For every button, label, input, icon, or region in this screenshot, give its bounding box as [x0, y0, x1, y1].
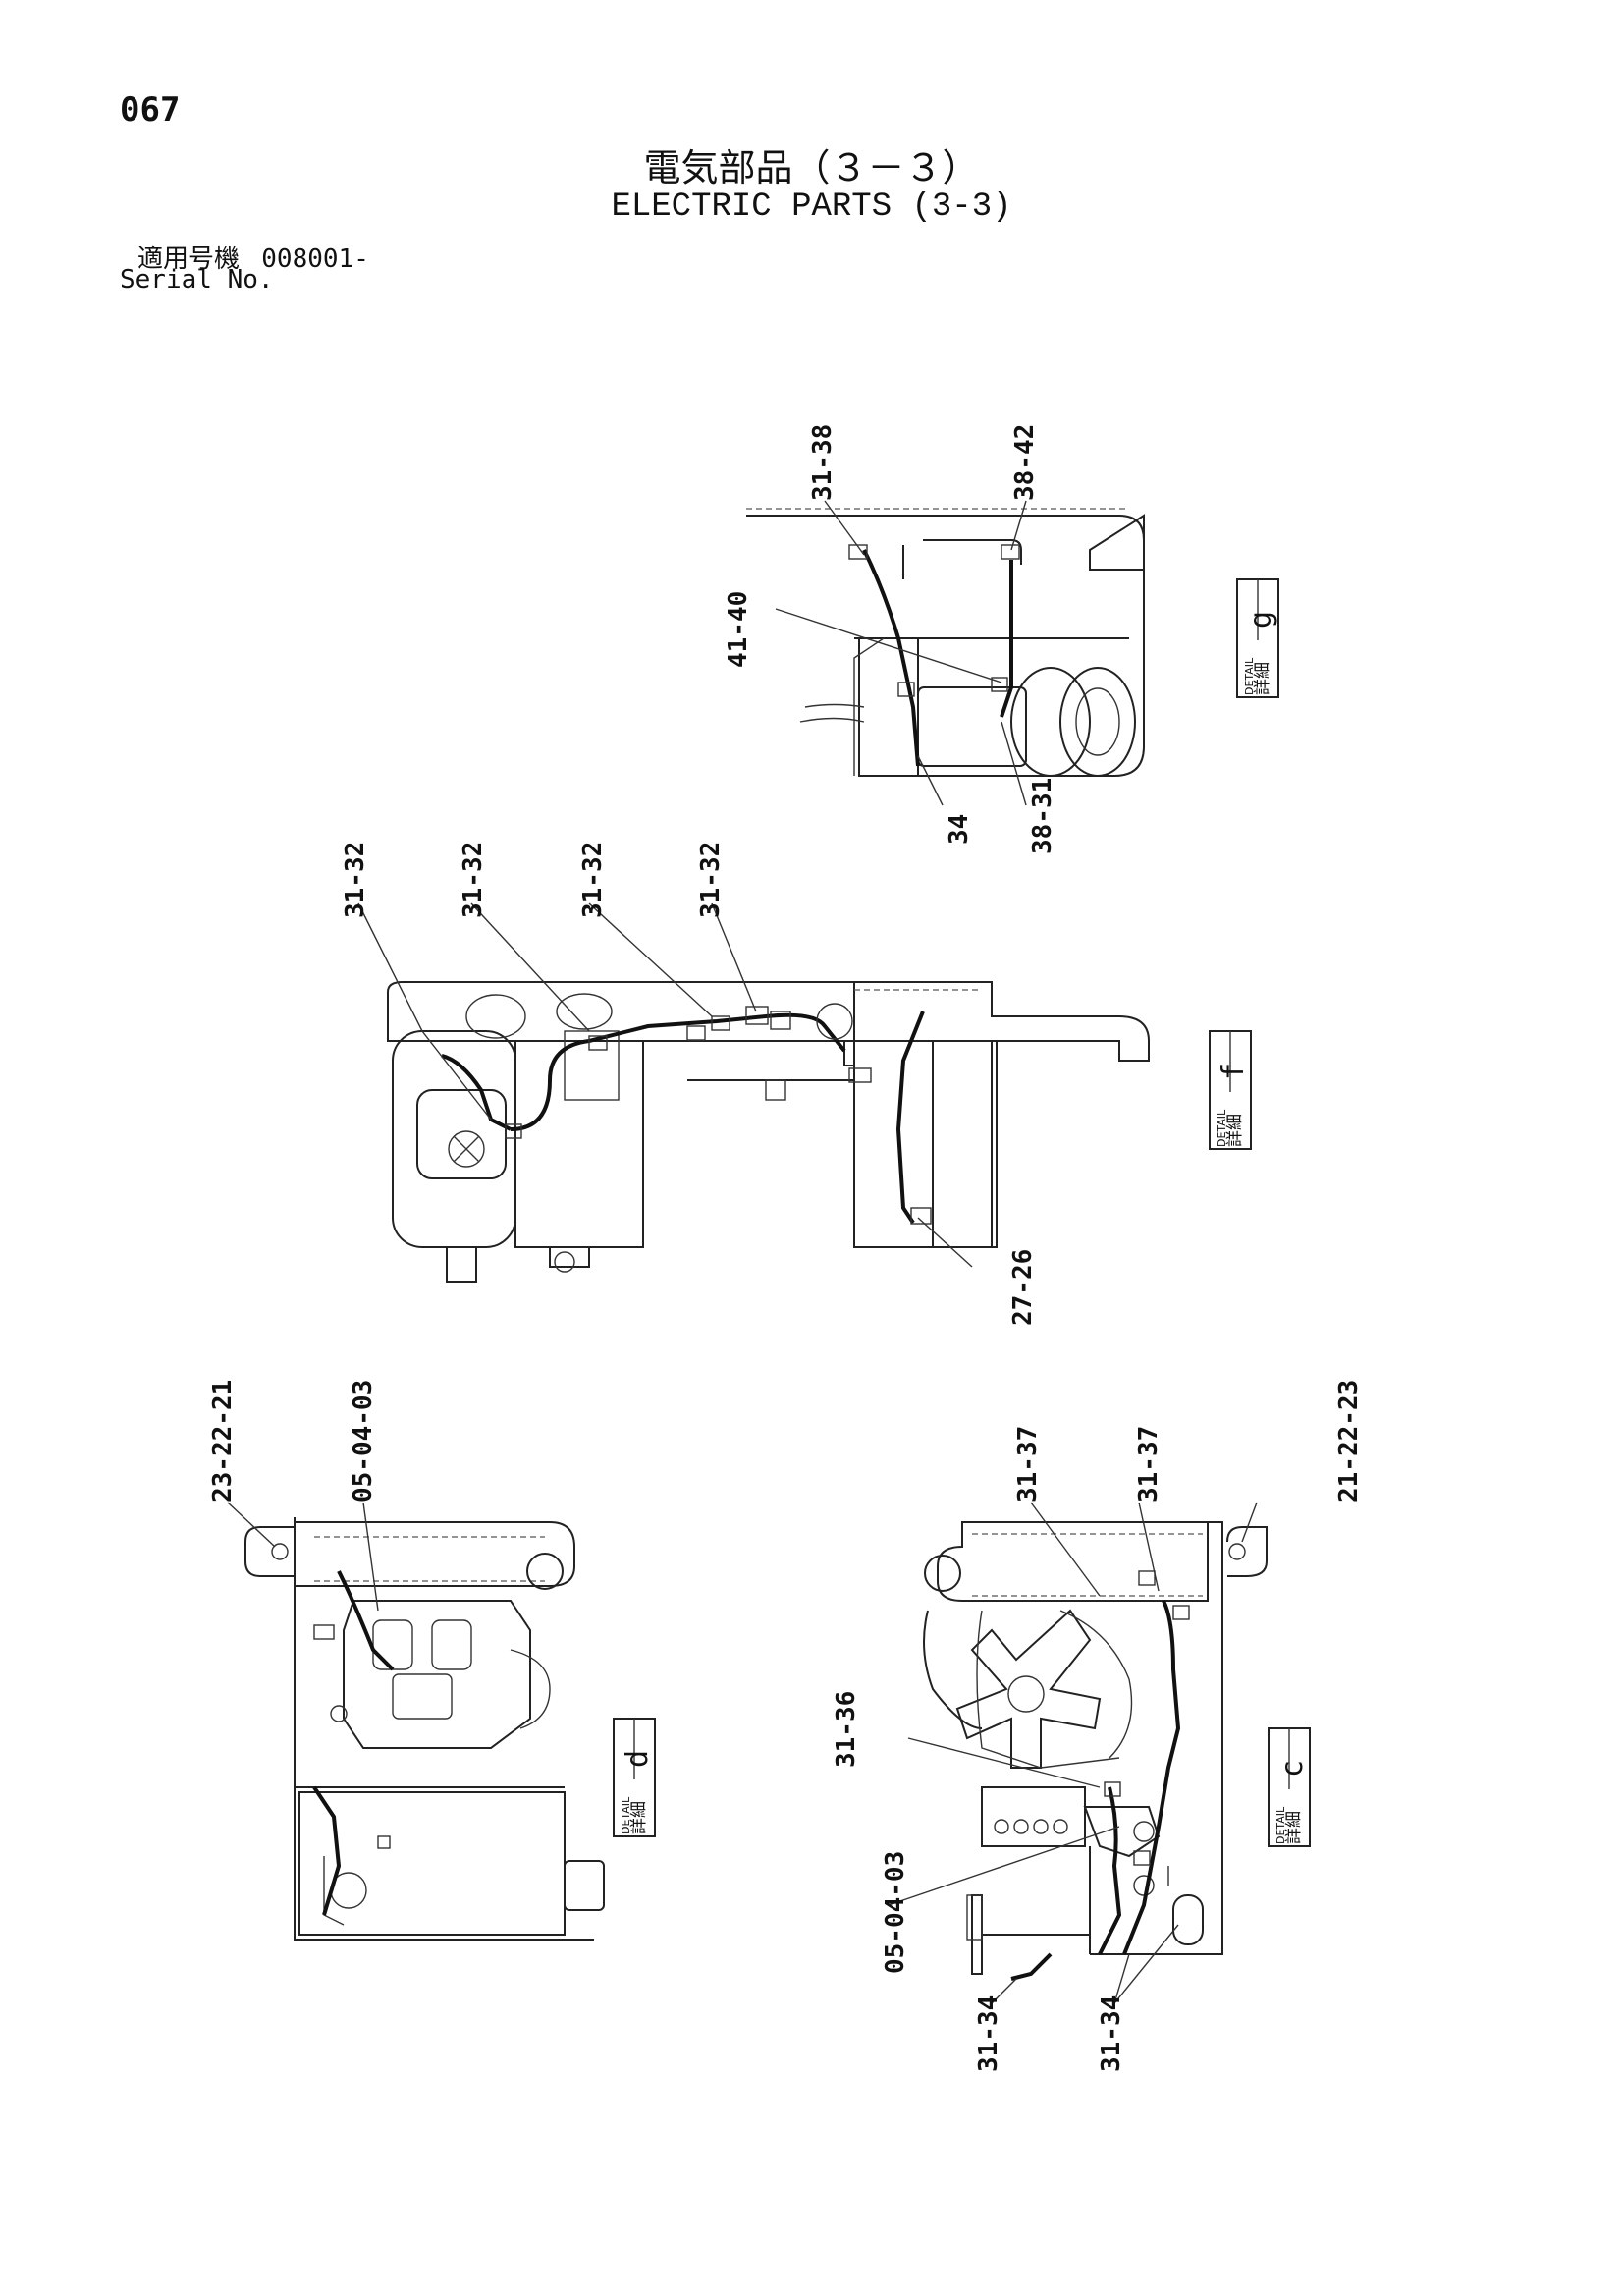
detail-d-label-jp: 詳細	[629, 1801, 649, 1834]
callout-f-27-26: 27-26	[1008, 1249, 1038, 1326]
detail-c-leaders	[888, 1502, 1258, 2004]
title-english: ELECTRIC PARTS (3-3)	[611, 189, 1012, 226]
detail-c-letter: c	[1275, 1760, 1310, 1777]
page-number: 067	[120, 90, 181, 130]
callout-c-31-34-b: 31-34	[1097, 1995, 1126, 2072]
callout-f-31-32-d: 31-32	[696, 842, 726, 918]
callout-c-31-37-a: 31-37	[1013, 1426, 1043, 1503]
callout-g-41-40: 41-40	[724, 591, 753, 668]
detail-box-f: 詳細 DETAIL f	[1209, 1030, 1252, 1150]
serial-row: 適用号機 008001-	[137, 239, 369, 275]
callout-d-05-04-03: 05-04-03	[349, 1380, 378, 1503]
detail-d-label-en: DETAIL	[620, 1796, 632, 1834]
callout-g-34: 34	[945, 814, 974, 845]
detail-g-letter: g	[1244, 611, 1278, 629]
detail-f-label-jp: 詳細	[1225, 1114, 1245, 1147]
callout-g-38-31: 38-31	[1028, 778, 1057, 854]
detail-f-label-en: DETAIL	[1216, 1109, 1228, 1147]
serial-label-jp: 適用号機	[137, 245, 241, 274]
callout-d-23-22-21: 23-22-21	[208, 1380, 238, 1503]
detail-box-c: 詳細 DETAIL c	[1268, 1727, 1311, 1847]
detail-d-leaders	[227, 1502, 379, 1612]
serial-value: 008001-	[261, 245, 369, 274]
detail-f-letter: f	[1217, 1063, 1251, 1080]
serial-label-en: Serial No.	[120, 265, 274, 295]
callout-g-38-42: 38-42	[1010, 424, 1040, 501]
callout-c-31-36: 31-36	[832, 1691, 861, 1768]
detail-box-g: 詳細 DETAIL g	[1236, 578, 1279, 698]
detail-g-label-jp: 詳細	[1253, 662, 1272, 695]
detail-d-letter: d	[621, 1750, 655, 1768]
detail-c-label-jp: 詳細	[1284, 1811, 1304, 1844]
callout-f-31-32-a: 31-32	[341, 842, 370, 918]
callout-c-05-04-03: 05-04-03	[881, 1851, 910, 1974]
callout-f-31-32-c: 31-32	[578, 842, 608, 918]
callout-c-31-37-b: 31-37	[1134, 1426, 1163, 1503]
detail-g-view	[746, 508, 1145, 777]
detail-box-d: 詳細 DETAIL d	[613, 1718, 656, 1837]
detail-g-leaders	[775, 500, 1027, 806]
detail-f-view	[387, 981, 1150, 1283]
detail-g-label-en: DETAIL	[1243, 657, 1256, 695]
title-japanese: 電気部品（３－３）	[643, 146, 980, 190]
detail-c-view	[923, 1521, 1268, 1981]
callout-c-21-22-23: 21-22-23	[1334, 1380, 1364, 1503]
callout-g-31-38: 31-38	[808, 424, 838, 501]
detail-f-leaders	[357, 902, 973, 1268]
callout-f-31-32-b: 31-32	[459, 842, 488, 918]
detail-d-view	[244, 1517, 605, 1941]
callout-c-31-34-a: 31-34	[974, 1995, 1003, 2072]
detail-c-label-en: DETAIL	[1274, 1806, 1287, 1844]
